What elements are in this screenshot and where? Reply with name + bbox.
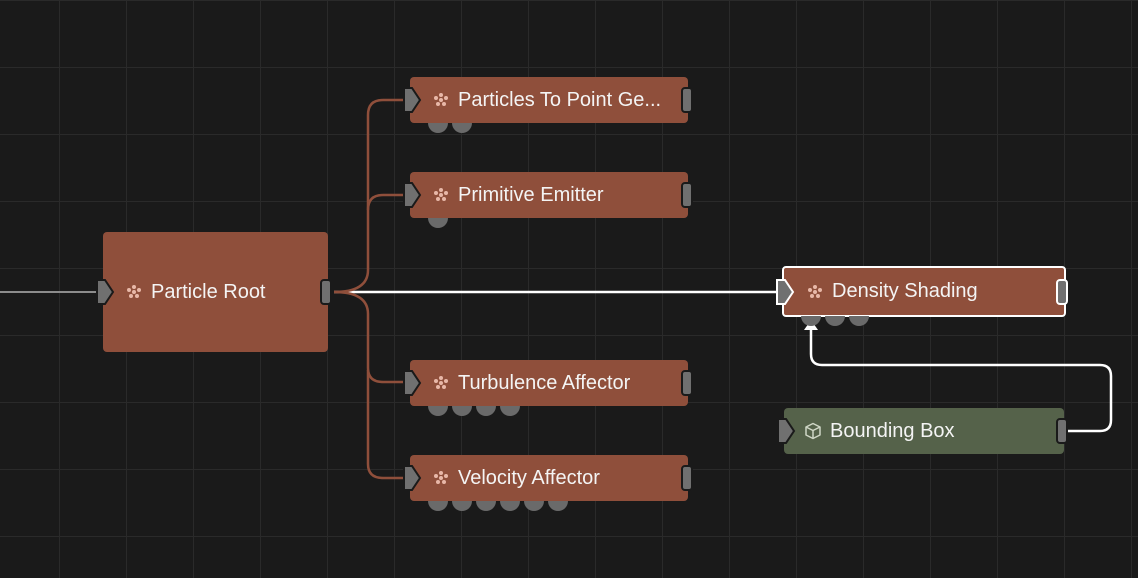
sub-port[interactable] bbox=[428, 501, 448, 511]
input-port[interactable] bbox=[776, 417, 796, 445]
node-title: Particle Root bbox=[151, 280, 266, 303]
node-particle-root[interactable]: Particle Root bbox=[103, 232, 328, 352]
node-bounding-box[interactable]: Bounding Box bbox=[784, 408, 1064, 454]
sub-port[interactable] bbox=[825, 316, 845, 326]
node-title: Density Shading bbox=[832, 280, 978, 302]
output-port[interactable] bbox=[1056, 418, 1068, 444]
wire-root-to-particles-to-point bbox=[333, 98, 405, 294]
node-particles-to-point[interactable]: Particles To Point Ge... bbox=[410, 77, 688, 123]
sub-port[interactable] bbox=[428, 218, 448, 228]
sub-port[interactable] bbox=[849, 316, 869, 326]
sub-port[interactable] bbox=[452, 406, 472, 416]
node-velocity-affector[interactable]: Velocity Affector bbox=[410, 455, 688, 501]
sub-port[interactable] bbox=[476, 501, 496, 511]
sub-port[interactable] bbox=[500, 406, 520, 416]
node-title: Particles To Point Ge... bbox=[458, 88, 662, 111]
particles-icon bbox=[432, 186, 450, 204]
node-title: Velocity Affector bbox=[458, 466, 600, 489]
node-title: Primitive Emitter bbox=[458, 183, 604, 206]
sub-port[interactable] bbox=[428, 123, 448, 133]
sub-ports bbox=[428, 123, 472, 133]
sub-ports bbox=[428, 406, 520, 416]
wire-bbox-to-density bbox=[809, 328, 1113, 433]
node-title: Turbulence Affector bbox=[458, 371, 631, 394]
sub-port[interactable] bbox=[548, 501, 568, 511]
input-port[interactable] bbox=[402, 181, 422, 209]
input-port[interactable] bbox=[95, 278, 115, 306]
output-port[interactable] bbox=[681, 465, 693, 491]
particles-icon bbox=[432, 91, 450, 109]
particles-icon bbox=[432, 469, 450, 487]
input-port[interactable] bbox=[402, 86, 422, 114]
output-port[interactable] bbox=[681, 370, 693, 396]
sub-ports bbox=[428, 218, 448, 228]
particles-icon bbox=[806, 283, 824, 301]
wire-root-to-velocity bbox=[366, 370, 405, 480]
sub-port[interactable] bbox=[476, 406, 496, 416]
sub-port[interactable] bbox=[524, 501, 544, 511]
output-port[interactable] bbox=[681, 87, 693, 113]
input-port[interactable] bbox=[775, 278, 795, 306]
node-density-shading[interactable]: Density Shading bbox=[782, 266, 1066, 317]
sub-ports bbox=[428, 501, 568, 511]
sub-port[interactable] bbox=[500, 501, 520, 511]
wire-root-to-turbulence bbox=[333, 290, 405, 384]
node-turbulence-affector[interactable]: Turbulence Affector bbox=[410, 360, 688, 406]
output-port[interactable] bbox=[681, 182, 693, 208]
input-port[interactable] bbox=[402, 369, 422, 397]
sub-port[interactable] bbox=[428, 406, 448, 416]
node-primitive-emitter[interactable]: Primitive Emitter bbox=[410, 172, 688, 218]
particles-icon bbox=[125, 283, 143, 301]
output-port[interactable] bbox=[1056, 279, 1068, 305]
particles-icon bbox=[432, 374, 450, 392]
node-title: Bounding Box bbox=[830, 419, 955, 442]
wire-root-to-primitive-emitter bbox=[366, 193, 405, 211]
sub-port[interactable] bbox=[801, 316, 821, 326]
cube-icon bbox=[804, 422, 822, 440]
sub-port[interactable] bbox=[452, 123, 472, 133]
sub-port[interactable] bbox=[452, 501, 472, 511]
sub-ports bbox=[801, 316, 869, 326]
output-port[interactable] bbox=[320, 279, 332, 305]
input-port[interactable] bbox=[402, 464, 422, 492]
